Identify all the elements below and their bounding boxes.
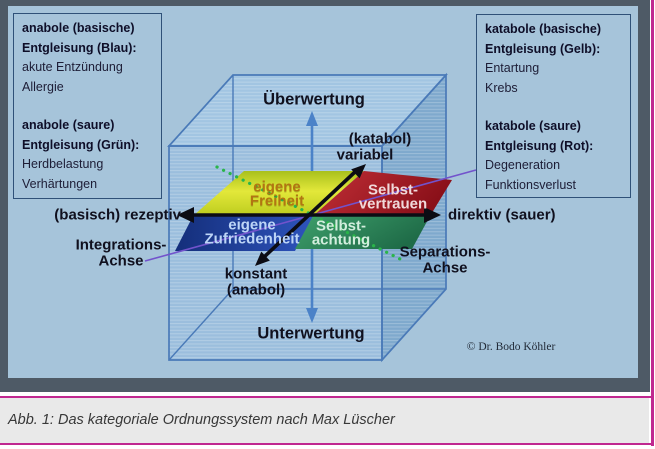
infobox-item: Funktionsverlust <box>485 177 577 192</box>
infobox-title: katabole (basische) <box>485 22 602 36</box>
vertical-axis-arrowhead-up <box>306 111 318 126</box>
caption-band: Abb. 1: Das kategoriale Ordnungssystem n… <box>0 398 649 443</box>
copyright-notice: © Dr. Bodo Köhler <box>466 341 556 353</box>
figure-caption: Abb. 1: Das kategoriale Ordnungssystem n… <box>8 412 395 428</box>
label-separations-achse: Separations- Achse <box>399 243 491 276</box>
cube-bottom-left-depth-edge <box>168 288 234 361</box>
infobox-katabole-entgleisungen: katabole (basische) Entgleisung (Gelb): … <box>476 14 631 198</box>
label-integrations-achse: Integrations- Achse <box>75 236 167 269</box>
diagram-canvas: anabole (basische) Entgleisung (Blau): a… <box>8 6 638 378</box>
quadrant-label-line: eigene <box>253 178 301 196</box>
quadrant-label-line: vertrauen <box>358 195 428 212</box>
caption-rule-bottom <box>0 443 653 445</box>
label-katabol: (katabol) <box>348 130 412 148</box>
vertical-axis-arrowhead-down <box>306 308 318 323</box>
label-variabel: variabel <box>336 146 394 164</box>
horizontal-axis-arrowhead-right <box>424 207 441 223</box>
quadrant-label-line: eigene <box>228 216 276 234</box>
label-konstant-line2: (anabol) <box>226 281 286 298</box>
quadrant-label-line: Zufriedenheit <box>204 230 300 247</box>
diagram-frame: anabole (basische) Entgleisung (Blau): a… <box>0 0 650 392</box>
label-separations-line1: Separations- <box>399 243 491 261</box>
infobox-title: Entgleisung (Rot): <box>485 138 594 153</box>
quadrant-label-line: Selbst- <box>367 181 418 199</box>
infobox-item: Degeneration <box>485 158 561 172</box>
infobox-item: Krebs <box>485 80 518 95</box>
quadrant-green-selfrespect <box>295 216 430 249</box>
infobox-anabole-entgleisungen: anabole (basische) Entgleisung (Blau): a… <box>13 13 162 199</box>
label-konstant-anabol: konstant (anabol) <box>224 265 288 298</box>
label-ueberwertung: Überwertung <box>263 90 365 109</box>
infobox-title: anabole (basische) <box>22 21 135 35</box>
label-unterwertung: Unterwertung <box>257 324 365 343</box>
depth-axis-shaft <box>261 169 358 260</box>
page-edge-accent-line <box>651 0 654 446</box>
infobox-title: Entgleisung (Grün): <box>22 137 140 152</box>
quadrant-label-line: achtung <box>311 231 371 248</box>
label-separations-line2: Achse <box>422 259 468 276</box>
infobox-title: anabole (saure) <box>22 118 115 132</box>
label-basisch-rezeptiv: (basisch) rezeptiv <box>54 206 181 224</box>
cube-diagram <box>144 72 477 363</box>
label-integrations-line2: Achse <box>98 252 144 269</box>
label-eigene-zufriedenheit: eigene Zufriedenheit <box>204 216 300 247</box>
caption-rule-top <box>0 396 653 398</box>
infobox-title: Entgleisung (Gelb): <box>485 41 601 56</box>
quadrant-label-line: Selbst- <box>315 217 366 235</box>
infobox-title: katabole (saure) <box>485 119 581 133</box>
depth-axis <box>255 164 366 266</box>
depth-axis-arrowhead-back <box>351 164 366 179</box>
infobox-item: Entartung <box>485 61 540 75</box>
infobox-title: Entgleisung (Blau): <box>22 40 137 55</box>
infobox-item: akute Entzündung <box>22 60 123 74</box>
label-selbstachtung: Selbst- achtung <box>311 217 371 248</box>
label-konstant-line1: konstant <box>224 265 288 283</box>
infobox-item: Herdbelastung <box>22 157 104 171</box>
label-eigene-freiheit: eigene Freiheit <box>249 178 305 209</box>
depth-axis-arrowhead-front <box>255 251 270 266</box>
infobox-item: Verhärtungen <box>22 176 98 191</box>
label-selbstvertrauen: Selbst- vertrauen <box>358 181 428 212</box>
horizontal-axis-arrowhead-left <box>177 207 194 223</box>
cube-top-face-stripes <box>169 75 446 146</box>
quadrant-label-line: Freiheit <box>249 192 305 209</box>
label-direktiv-sauer: direktiv (sauer) <box>448 206 556 224</box>
label-integrations-line1: Integrations- <box>75 236 167 254</box>
infobox-item: Allergie <box>22 79 64 94</box>
